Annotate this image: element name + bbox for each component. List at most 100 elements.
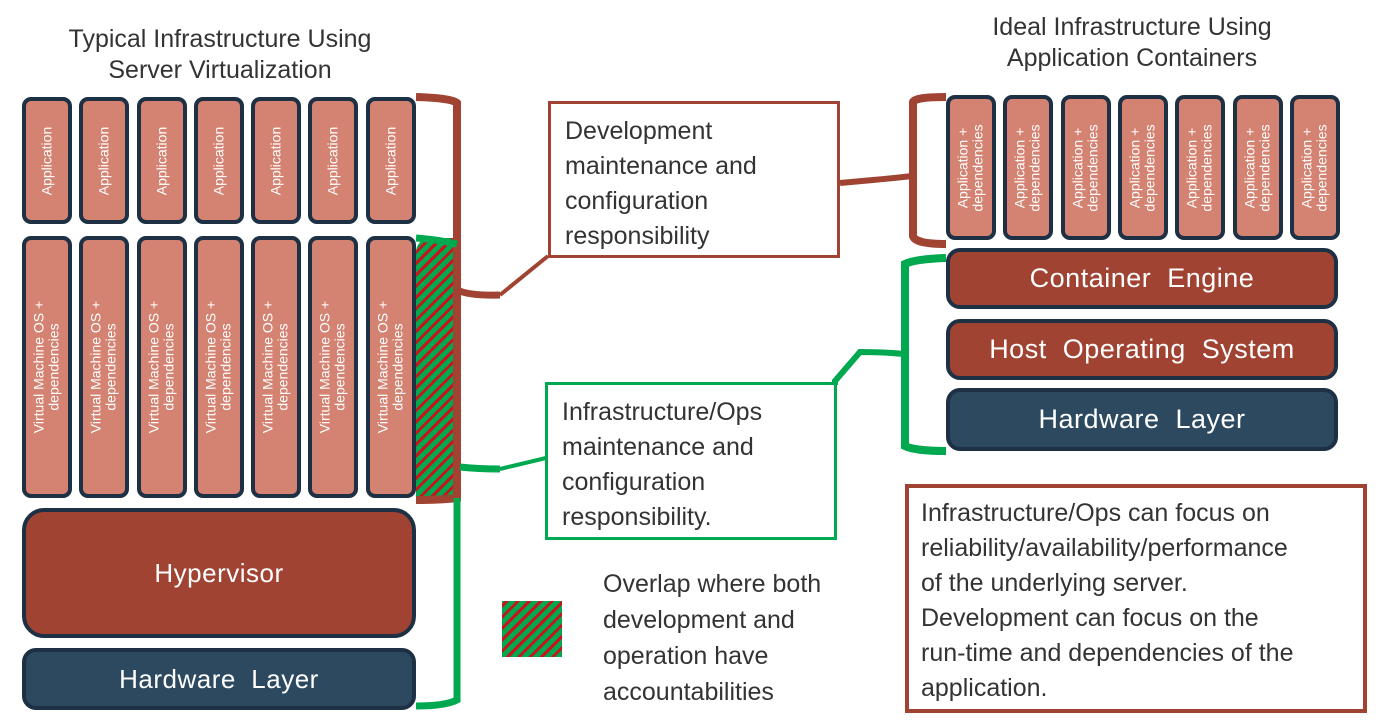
app-label-line1: Application + [1241, 127, 1258, 208]
right-app-box: Application +dependencies [1175, 95, 1225, 240]
left-hardware-layer: Hardware Layer [22, 648, 416, 710]
right-ops-bracket [901, 254, 947, 455]
right-app-label: Application +dependencies [1183, 123, 1216, 212]
legend-line: operation have [603, 642, 769, 670]
ops-callout-line: Infrastructure/Ops [562, 398, 763, 426]
summary-line: reliability/availability/performance [921, 534, 1288, 562]
left-app-box: Application [22, 97, 72, 224]
right-app-label: Application +dependencies [1011, 123, 1044, 212]
vm-label-line1: Virtual Machine OS + [374, 300, 391, 434]
infrastructure-callout: Infrastructure/Ops maintenance and confi… [545, 382, 837, 540]
dev-callout-connector [498, 254, 550, 297]
left-app-label: Application [382, 126, 399, 195]
app-label-line1: Application + [1126, 127, 1143, 208]
left-app-box: Application [366, 97, 416, 224]
left-app-label: Application [267, 126, 284, 195]
app-label-line2: dependencies [1142, 123, 1158, 212]
left-vm-label: Virtual Machine OS +dependencies [30, 300, 63, 434]
right-dev-bracket [909, 93, 947, 248]
left-dev-bracket-tip [455, 286, 501, 299]
left-vm-box: Virtual Machine OS +dependencies [308, 236, 358, 498]
left-app-box: Application [79, 97, 129, 224]
left-app-label: Application [324, 126, 341, 195]
left-vm-box: Virtual Machine OS +dependencies [22, 236, 72, 498]
dev-callout-line: configuration [565, 187, 709, 215]
left-vm-label: Virtual Machine OS +dependencies [374, 300, 407, 434]
right-app-box: Application +dependencies [1003, 95, 1053, 240]
summary-line: run-time and dependencies of the [921, 639, 1294, 667]
container-engine-layer: Container Engine [946, 248, 1338, 309]
vm-label-line2: dependencies [332, 323, 348, 411]
hypervisor-layer: Hypervisor [22, 508, 416, 638]
overlap-hatch-region [416, 238, 453, 496]
summary-line: application. [921, 674, 1048, 702]
left-vm-label: Virtual Machine OS +dependencies [145, 300, 178, 434]
left-vm-label: Virtual Machine OS +dependencies [316, 300, 349, 434]
right-app-box: Application +dependencies [1233, 95, 1283, 240]
app-label-line2: dependencies [1314, 123, 1330, 212]
app-label-line1: Application + [1298, 127, 1315, 208]
app-label-line2: dependencies [1257, 123, 1273, 212]
vm-label-line2: dependencies [390, 323, 406, 411]
legend-line: development and [603, 606, 795, 634]
container-engine-label: Container Engine [1029, 263, 1255, 293]
right-title-line2: Application Containers [1006, 44, 1258, 72]
right-app-box: Application +dependencies [946, 95, 996, 240]
host-os-label: Host Operating System [989, 334, 1295, 364]
vm-label-line1: Virtual Machine OS + [316, 300, 333, 434]
right-hardware-layer: Hardware Layer [946, 388, 1338, 451]
right-app-box: Application +dependencies [1290, 95, 1340, 240]
app-label-line1: Application + [1183, 127, 1200, 208]
left-vm-box: Virtual Machine OS +dependencies [194, 236, 244, 498]
right-dev-bracket-tip [839, 173, 913, 186]
app-label-line2: dependencies [1085, 123, 1101, 212]
app-label-line2: dependencies [1027, 123, 1043, 212]
vm-label-line1: Virtual Machine OS + [87, 300, 104, 434]
vm-label-line1: Virtual Machine OS + [30, 300, 47, 434]
right-ops-bracket-tip [832, 348, 904, 385]
app-label-line1: Application + [954, 127, 971, 208]
vm-label-line2: dependencies [218, 323, 234, 411]
left-hardware-label: Hardware Layer [119, 663, 319, 694]
right-title: Ideal Infrastructure Using Application C… [932, 12, 1332, 74]
app-label-line2: dependencies [1199, 123, 1215, 212]
right-app-label: Application +dependencies [1298, 123, 1331, 212]
left-app-label: Application [38, 126, 55, 195]
vm-label-line1: Virtual Machine OS + [145, 300, 162, 434]
app-label-line1: Application + [1011, 127, 1028, 208]
right-hardware-label: Hardware Layer [1038, 404, 1246, 434]
vm-label-line1: Virtual Machine OS + [202, 300, 219, 434]
vm-label-line2: dependencies [46, 323, 62, 411]
right-app-label: Application +dependencies [1241, 123, 1274, 212]
app-label-line1: Application + [1069, 127, 1086, 208]
development-callout: Development maintenance and configuratio… [548, 101, 840, 258]
app-label-line2: dependencies [970, 123, 986, 212]
left-vm-box: Virtual Machine OS +dependencies [366, 236, 416, 498]
summary-line: Infrastructure/Ops can focus on [921, 499, 1270, 527]
right-app-label: Application +dependencies [954, 123, 987, 212]
right-app-label: Application +dependencies [1126, 123, 1159, 212]
legend-line: Overlap where both [603, 570, 822, 598]
left-app-box: Application [137, 97, 187, 224]
left-title: Typical Infrastructure Using Server Virt… [20, 24, 420, 86]
overlap-legend-swatch [502, 601, 562, 657]
left-app-box: Application [251, 97, 301, 224]
overlap-legend-text: Overlap where both development and opera… [603, 566, 821, 710]
right-app-box: Application +dependencies [1061, 95, 1111, 240]
right-app-box: Application +dependencies [1118, 95, 1168, 240]
left-app-box: Application [308, 97, 358, 224]
left-title-line2: Server Virtualization [108, 56, 332, 84]
vm-label-line2: dependencies [275, 323, 291, 411]
dev-callout-line: maintenance and [565, 152, 757, 180]
ops-callout-line: responsibility. [562, 503, 712, 531]
summary-callout: Infrastructure/Ops can focus on reliabil… [905, 484, 1367, 713]
left-app-label: Application [153, 126, 170, 195]
left-vm-label: Virtual Machine OS +dependencies [202, 300, 235, 434]
left-app-label: Application [95, 126, 112, 195]
ops-callout-line: configuration [562, 468, 706, 496]
legend-line: accountabilities [603, 678, 774, 706]
right-app-label: Application +dependencies [1069, 123, 1102, 212]
dev-callout-line: Development [565, 117, 713, 145]
left-vm-box: Virtual Machine OS +dependencies [251, 236, 301, 498]
left-vm-box: Virtual Machine OS +dependencies [137, 236, 187, 498]
